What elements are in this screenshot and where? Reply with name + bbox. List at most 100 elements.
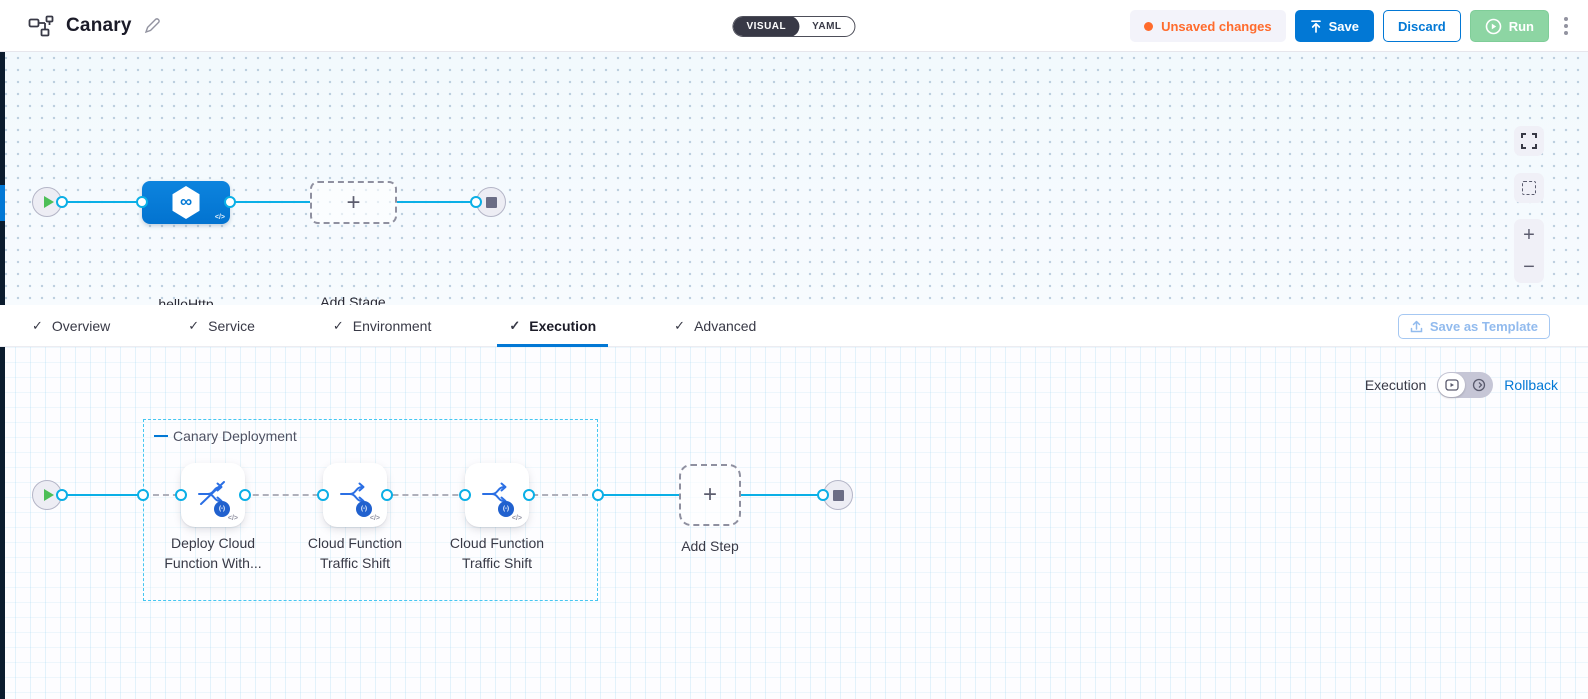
execution-end-in-port[interactable]	[817, 489, 829, 501]
check-icon: ✓	[509, 317, 521, 333]
step-yaml-icon: </>	[369, 515, 380, 522]
check-icon: ✓	[32, 317, 43, 333]
rollback-link[interactable]: Rollback	[1504, 377, 1558, 393]
step-group-header[interactable]: Canary Deployment	[154, 428, 297, 444]
zoom-panel: + −	[1514, 219, 1544, 283]
run-button[interactable]: Run	[1469, 10, 1549, 42]
more-options-icon[interactable]	[1558, 13, 1574, 39]
step3-out-port[interactable]	[523, 489, 535, 501]
stop-icon	[832, 489, 844, 501]
unsaved-changes-badge: Unsaved changes	[1130, 10, 1286, 42]
fit-to-view-button[interactable]	[1514, 173, 1544, 203]
zoom-in-button[interactable]: +	[1523, 224, 1535, 246]
tab-service[interactable]: ✓ Service	[188, 305, 255, 347]
nav-accent	[0, 185, 5, 221]
step-group-title: Canary Deployment	[173, 428, 297, 444]
step2-label: Cloud Function Traffic Shift	[307, 535, 403, 571]
tab-label: Execution	[529, 317, 597, 334]
step2-in-port[interactable]	[317, 489, 329, 501]
edge-start-stage	[47, 201, 142, 203]
execution-mode-label: Execution	[1364, 377, 1427, 393]
start-node-out-port[interactable]	[56, 196, 68, 208]
execution-rollback-switch: Execution Rollback	[1365, 372, 1558, 398]
discard-label: Discard	[1398, 18, 1446, 34]
discard-button[interactable]: Discard	[1383, 10, 1461, 42]
tab-advanced[interactable]: ✓ Advanced	[674, 305, 756, 347]
step-node-traffic-shift-2[interactable]: (-) </>	[465, 463, 529, 527]
rollback-arrow-icon	[1472, 378, 1485, 392]
start-play-icon	[43, 196, 54, 208]
stage-out-port[interactable]	[224, 196, 236, 208]
stage-tabbar: ✓ Overview ✓ Service ✓ Environment ✓ Exe…	[0, 305, 1588, 347]
function-badge: (-)	[356, 501, 372, 517]
add-step-button[interactable]: +	[679, 464, 741, 526]
plus-icon: +	[346, 188, 361, 216]
step-yaml-icon: </>	[511, 515, 522, 522]
collapsed-nav-strip[interactable]	[0, 52, 5, 699]
start-play-icon	[43, 489, 54, 501]
run-play-icon	[1485, 18, 1502, 34]
tab-label: Service	[208, 317, 255, 334]
end-node-in-port[interactable]	[470, 196, 482, 208]
check-icon: ✓	[332, 317, 344, 333]
yaml-tab[interactable]: YAML	[799, 17, 854, 36]
page-title: Canary	[66, 14, 132, 36]
stage-in-port[interactable]	[136, 196, 148, 208]
edge-start-group	[62, 494, 143, 496]
fit-to-view-icon	[1522, 181, 1536, 195]
stop-icon	[485, 196, 497, 208]
execution-start-out-port[interactable]	[56, 489, 68, 501]
function-badge: (-)	[214, 501, 230, 517]
unsaved-changes-label: Unsaved changes	[1161, 18, 1272, 34]
stage-node-hellohttp[interactable]: ∞ </>	[142, 181, 230, 224]
tab-label: Environment	[352, 317, 432, 334]
step-node-deploy-cloud-function[interactable]: (-) </>	[181, 463, 245, 527]
edge-group-addstep	[598, 494, 679, 496]
fullscreen-button[interactable]	[1514, 126, 1544, 156]
header: Canary VISUAL YAML Unsaved changes Sa	[0, 0, 1588, 52]
edge-stage-addstage	[230, 201, 310, 203]
tab-overview[interactable]: ✓ Overview	[32, 305, 110, 347]
stage-yaml-icon: </>	[214, 214, 225, 221]
group-out-port[interactable]	[592, 489, 604, 501]
save-as-template-label: Save as Template	[1429, 319, 1538, 334]
zoom-out-button[interactable]: −	[1523, 256, 1535, 278]
tab-environment[interactable]: ✓ Environment	[333, 305, 432, 347]
add-stage-button[interactable]: +	[310, 181, 397, 224]
edit-title-button[interactable]	[144, 17, 161, 34]
execution-play-icon	[1445, 379, 1459, 391]
step1-in-port[interactable]	[175, 489, 187, 501]
stage-canvas[interactable]: ∞ </> helloHttp + Add Stage + −	[0, 52, 1588, 312]
rollback-segment[interactable]	[1465, 373, 1492, 397]
header-actions: Unsaved changes Save Discard Run	[1130, 0, 1574, 52]
step3-in-port[interactable]	[459, 489, 471, 501]
edge-addstage-end	[397, 201, 476, 203]
step1-label: Deploy Cloud Function With...	[164, 535, 262, 571]
check-icon: ✓	[188, 317, 200, 333]
upload-arrow-icon	[1310, 19, 1321, 33]
step1-out-port[interactable]	[239, 489, 251, 501]
plus-icon: +	[702, 481, 717, 508]
execution-canvas[interactable]: Execution Rollback	[0, 347, 1588, 699]
save-as-template-button[interactable]: Save as Template	[1397, 314, 1550, 339]
collapse-dash-icon	[154, 435, 168, 437]
function-badge: (-)	[498, 501, 514, 517]
header-left: Canary	[0, 15, 161, 37]
fullscreen-icon	[1521, 133, 1537, 149]
tab-execution[interactable]: ✓ Execution	[497, 305, 608, 347]
group-in-port[interactable]	[137, 489, 149, 501]
edge-addstep-end	[741, 494, 826, 496]
tab-label: Overview	[51, 317, 111, 334]
execution-segment[interactable]	[1438, 373, 1466, 397]
save-button[interactable]: Save	[1294, 10, 1375, 42]
add-step-label: Add Step	[681, 538, 739, 554]
visual-tab[interactable]: VISUAL	[733, 17, 800, 36]
step-node-traffic-shift-1[interactable]: (-) </>	[323, 463, 387, 527]
run-label: Run	[1508, 18, 1534, 34]
step2-out-port[interactable]	[381, 489, 393, 501]
deployment-stage-icon: ∞	[172, 186, 200, 219]
save-label: Save	[1328, 18, 1360, 34]
step-yaml-icon: </>	[227, 515, 238, 522]
execution-rollback-toggle[interactable]	[1437, 372, 1494, 398]
